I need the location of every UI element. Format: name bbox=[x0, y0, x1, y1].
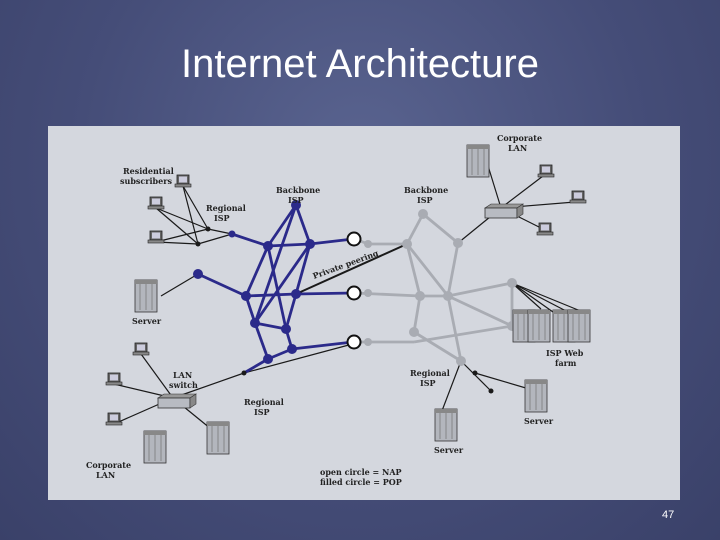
server-icon bbox=[434, 408, 458, 442]
pc-icon bbox=[537, 164, 555, 178]
label-server-left: Server bbox=[132, 316, 162, 326]
right-backbone-links bbox=[354, 212, 514, 363]
pc-icon bbox=[174, 174, 192, 188]
left-backbone-links bbox=[197, 204, 354, 375]
pc-icon bbox=[105, 412, 123, 426]
label-server-right: Server bbox=[524, 416, 554, 426]
server-icon bbox=[524, 379, 548, 413]
switch-icon bbox=[484, 203, 524, 219]
legend-nap: open circle = NAP bbox=[320, 467, 402, 477]
web-farm-icon bbox=[512, 309, 591, 343]
right-pop-nodes bbox=[364, 209, 517, 366]
server-icon bbox=[143, 430, 167, 464]
private-peering-link bbox=[295, 243, 408, 295]
server-icon bbox=[466, 144, 490, 178]
pc-icon bbox=[147, 230, 165, 244]
slide-title: Internet Architecture bbox=[181, 42, 539, 86]
pc-icon bbox=[105, 372, 123, 386]
server-icon bbox=[134, 279, 158, 313]
pc-icon bbox=[536, 222, 554, 236]
server-icon bbox=[206, 421, 230, 455]
pc-icon bbox=[569, 190, 587, 204]
slide-number: 47 bbox=[662, 509, 675, 521]
switch-icon bbox=[157, 393, 197, 409]
left-pop-nodes bbox=[193, 200, 315, 364]
nap-nodes bbox=[346, 231, 362, 350]
pc-icon bbox=[132, 342, 150, 356]
legend-pop: filled circle = POP bbox=[320, 477, 402, 487]
pc-icon bbox=[147, 196, 165, 210]
label-server-bottom: Server bbox=[434, 445, 464, 455]
label-private-peering: Private peering bbox=[311, 248, 380, 281]
